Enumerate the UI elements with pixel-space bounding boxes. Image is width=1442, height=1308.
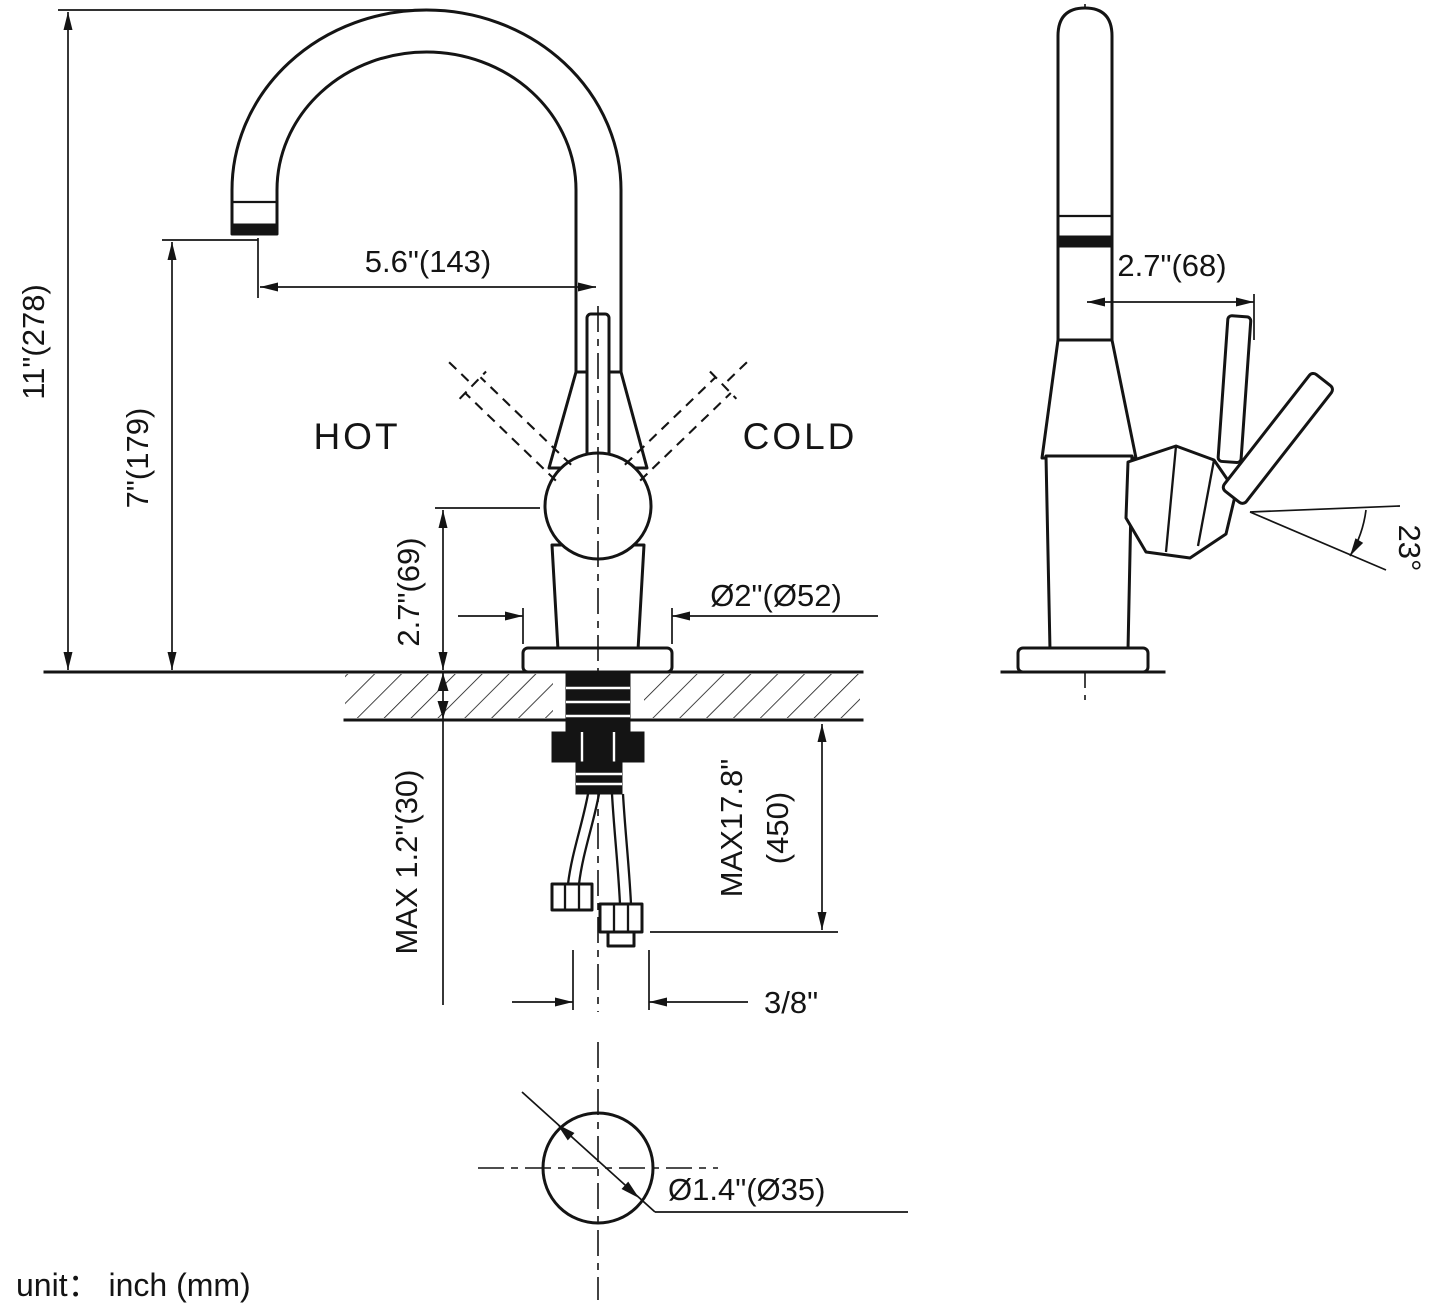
diameter-arrow-upper (557, 1124, 575, 1141)
front-view: HOT COLD (43, 8, 864, 1012)
side-base-flange (1016, 646, 1150, 674)
dim-deck-thickness-label: MAX 1.2"(30) (389, 769, 424, 954)
hot-lever-position (446, 359, 572, 482)
dim-total-height-label: 11"(278) (16, 284, 51, 400)
side-body-flare (1040, 338, 1138, 460)
dimension-hose-thread: 3/8" (512, 950, 818, 1020)
dim-hose-thread-label: 3/8" (764, 985, 818, 1020)
dimension-total-height: 11"(278) (16, 9, 430, 670)
hot-label: HOT (313, 416, 400, 457)
side-view (1000, 4, 1334, 700)
front-dimensions: 11"(278) 7"(179) 5.6"(143) 2.7"(69) Ø2"(… (16, 9, 878, 1020)
dim-base-diameter-label: Ø2"(Ø52) (710, 578, 842, 613)
hole-detail-view: Ø1.4"(Ø35) (478, 1042, 908, 1300)
dimension-body-height: 2.7"(69) (391, 507, 540, 670)
side-body-column (1044, 454, 1134, 652)
side-tube-band (1057, 235, 1113, 248)
unit-note: unit： inch (mm) (16, 1267, 251, 1303)
supply-hoses (550, 793, 644, 948)
handle-pivot (1124, 444, 1238, 560)
hose-stub (606, 930, 636, 948)
diameter-arrow-lower (621, 1181, 639, 1198)
pivot-facet-line-2 (1196, 459, 1216, 547)
dim-spout-height-label: 7"(179) (120, 408, 155, 509)
dim-hole-diameter-label: Ø1.4"(Ø35) (668, 1172, 825, 1207)
gooseneck-spout (230, 8, 623, 374)
dimension-base-diameter: Ø2"(Ø52) (458, 578, 878, 644)
handle-lever-upright (1216, 314, 1253, 464)
dimension-handle-offset: 2.7"(68) (1087, 248, 1255, 340)
dimension-hose-length: MAX17.8" (450) (650, 724, 838, 933)
dimension-spout-height: 7"(179) (120, 239, 258, 670)
dimension-spout-reach: 5.6"(143) (257, 238, 596, 298)
side-spout-tube (1056, 6, 1114, 342)
hose-fitting-right (598, 902, 644, 934)
mounting-nut (551, 731, 645, 763)
pivot-facet-line-1 (1164, 445, 1178, 553)
dim-hose-length-label-1: MAX17.8" (714, 759, 749, 898)
handle-lever-tilted (1221, 372, 1334, 505)
threaded-shank (551, 673, 645, 795)
dim-handle-offset-label: 2.7"(68) (1117, 248, 1226, 283)
dim-hose-length-label-2: (450) (760, 792, 795, 864)
dim-handle-angle-label: 23° (1392, 525, 1427, 572)
hose-fitting-left (550, 882, 594, 912)
spout-aerator-band (233, 223, 277, 234)
dim-spout-reach-label: 5.6"(143) (365, 244, 491, 279)
deck-hatch-right (644, 674, 860, 718)
cold-label: COLD (743, 416, 858, 457)
side-dimensions: 2.7"(68) 23° (1087, 248, 1427, 571)
mounting-hole-circle (541, 1111, 655, 1225)
deck-hatch-left (345, 674, 553, 718)
cold-lever-position (624, 359, 750, 482)
dimension-deck-thickness: MAX 1.2"(30) (389, 672, 449, 1005)
dimension-handle-angle: 23° (1249, 505, 1427, 572)
dim-body-height-label: 2.7"(69) (391, 537, 426, 646)
